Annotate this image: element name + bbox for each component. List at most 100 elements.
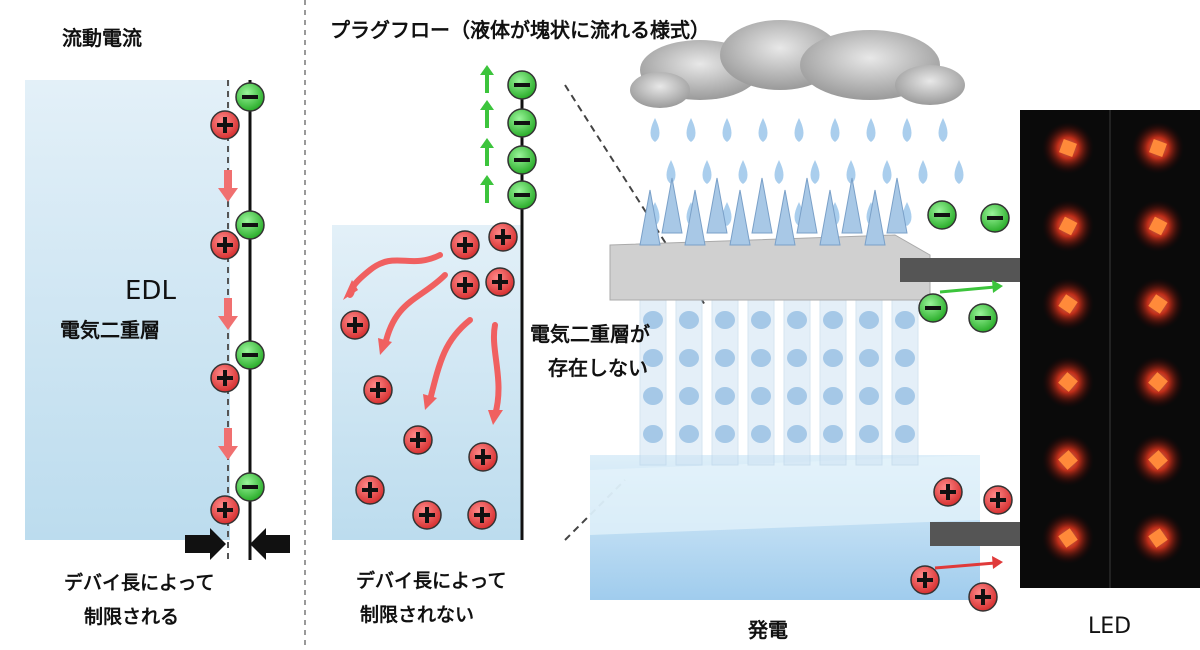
middle-caption-line2: 制限されない — [360, 604, 475, 626]
cation-flow-arrow — [934, 561, 996, 570]
negative-ion-icon — [235, 340, 265, 370]
led-label: LED — [1088, 614, 1132, 639]
middle-caption-line1: デバイ長によって — [356, 570, 507, 592]
spike — [661, 177, 683, 234]
led-icon — [1132, 356, 1184, 408]
droplet — [787, 425, 807, 443]
raindrop-icon — [810, 160, 820, 184]
negative-ion-icon — [968, 303, 998, 333]
droplet — [823, 349, 843, 367]
generation-label: 発電 — [748, 618, 788, 642]
electron-flow-arrow — [939, 285, 996, 294]
spike — [819, 189, 841, 246]
tubes — [639, 299, 919, 466]
up-arrow — [480, 138, 494, 166]
raindrop-icon — [666, 160, 676, 184]
led-icon — [1042, 356, 1094, 408]
negative-ion-icon — [235, 472, 265, 502]
raindrop-icon — [702, 160, 712, 184]
positive-ion-icon — [488, 222, 518, 252]
arrowhead — [992, 280, 1003, 293]
negative-ion-icon — [507, 108, 537, 138]
raindrop-icon — [738, 160, 748, 184]
positive-ion-icon — [983, 485, 1013, 515]
droplet — [895, 311, 915, 329]
positive-ion-icon — [933, 477, 963, 507]
raindrop-icon — [846, 160, 856, 184]
positive-ion-icon — [468, 442, 498, 472]
left-caption-line1: デバイ長によって — [64, 572, 215, 594]
led-icon — [1132, 512, 1184, 564]
raindrop-icon — [774, 160, 784, 184]
droplet — [751, 387, 771, 405]
negative-ion-icon — [235, 210, 265, 240]
upward-electron-arrows — [480, 65, 494, 203]
negative-ion-icon — [927, 200, 957, 230]
no-edl-line2: 存在しない — [548, 356, 648, 380]
cloud-icon — [630, 20, 965, 108]
droplet — [787, 311, 807, 329]
raindrop-icon — [650, 118, 660, 142]
droplet — [751, 349, 771, 367]
droplet — [715, 349, 735, 367]
droplet — [823, 425, 843, 443]
raindrop-icon — [830, 118, 840, 142]
spike — [841, 177, 863, 234]
droplet — [859, 387, 879, 405]
middle-panel-title: プラグフロー（液体が塊状に流れる様式） — [330, 18, 710, 42]
led-icon — [1132, 122, 1184, 174]
droplet — [643, 311, 663, 329]
droplet — [859, 311, 879, 329]
droplet — [715, 311, 735, 329]
no-edl-line1: 電気二重層が — [530, 322, 650, 346]
led-icon — [1042, 434, 1094, 486]
bottom-electrode — [930, 522, 1022, 546]
up-arrow — [480, 100, 494, 128]
positive-ion-icon — [363, 375, 393, 405]
droplet — [895, 387, 915, 405]
raindrop-icon — [722, 118, 732, 142]
droplet — [751, 311, 771, 329]
raindrop-icon — [866, 118, 876, 142]
droplet — [643, 387, 663, 405]
water-surface — [590, 455, 980, 535]
left-caption-line2: 制限される — [84, 606, 180, 628]
led-icon — [1042, 278, 1094, 330]
up-arrow — [480, 175, 494, 203]
downward-flow-arrows — [218, 170, 238, 460]
spike — [796, 177, 818, 234]
raindrop-icon — [758, 118, 768, 142]
positive-ion-icon — [210, 363, 240, 393]
spike — [729, 189, 751, 246]
negative-ion-icon — [918, 293, 948, 323]
droplet — [679, 387, 699, 405]
spike — [684, 189, 706, 246]
down-arrow — [218, 428, 238, 460]
droplet — [823, 387, 843, 405]
raindrop-icon — [686, 118, 696, 142]
negative-ion-icon — [507, 70, 537, 100]
raindrop-icon — [938, 118, 948, 142]
led-icon — [1042, 122, 1094, 174]
droplet — [715, 425, 735, 443]
droplet — [895, 349, 915, 367]
positive-ion-icon — [485, 267, 515, 297]
spike — [639, 189, 661, 246]
positive-ion-icon — [340, 310, 370, 340]
droplet — [823, 311, 843, 329]
droplet — [859, 349, 879, 367]
spikes — [639, 177, 908, 246]
liquid-region-left — [25, 80, 230, 540]
positive-ion-icon — [910, 565, 940, 595]
led-icon — [1042, 200, 1094, 252]
droplet — [859, 425, 879, 443]
droplet — [751, 425, 771, 443]
droplet — [643, 425, 663, 443]
led-icon — [1132, 278, 1184, 330]
raindrop-icon — [902, 118, 912, 142]
droplet — [895, 425, 915, 443]
negative-ion-icon — [235, 82, 265, 112]
led-array — [1042, 122, 1184, 564]
arrowheads — [343, 280, 503, 425]
